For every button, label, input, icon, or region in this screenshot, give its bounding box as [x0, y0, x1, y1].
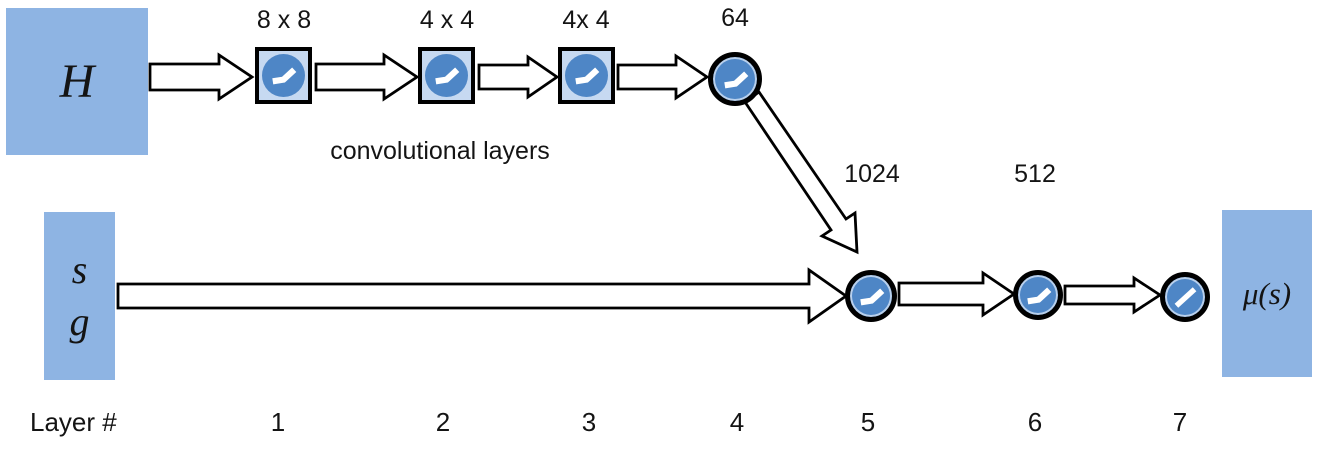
layer-number-5: 5: [860, 407, 876, 437]
conv-layers-annotation: convolutional layers: [330, 137, 550, 165]
relu-icon: [859, 287, 884, 305]
flow-arrow-layer5-to-layer6: [897, 270, 1017, 318]
relu-icon: [272, 67, 297, 85]
relu-icon: [575, 67, 600, 85]
relu-ball: [565, 54, 608, 97]
relu-icon: [1026, 286, 1051, 304]
conv-node-layer2: [418, 47, 475, 104]
relu-node-layer4: [708, 52, 762, 106]
units-label-layer4: 64: [721, 4, 749, 32]
input-s-label: s: [71, 247, 88, 292]
input-box-h: H: [6, 8, 148, 155]
input-h-label: H: [59, 55, 95, 108]
output-label: μ(s): [1242, 275, 1292, 311]
input-box-sg: s g: [44, 212, 115, 380]
conv-node-layer3: [558, 47, 615, 104]
layer-number-6: 6: [1027, 407, 1043, 437]
flow-arrow-h-to-layer1: [148, 52, 255, 102]
linear-icon: [1174, 286, 1196, 308]
conv-node-layer1: [255, 47, 312, 104]
flow-arrow-layer2-to-layer3: [477, 54, 560, 100]
flow-arrow-layer6-to-layer7: [1063, 275, 1163, 315]
flow-arrow-layer1-to-layer2: [314, 52, 420, 102]
linear-node-layer7: [1160, 272, 1210, 322]
input-g-label: g: [69, 299, 90, 344]
layer-number-7: 7: [1172, 407, 1188, 437]
layer-number-4: 4: [729, 407, 745, 437]
relu-ball: [425, 54, 468, 97]
units-label-layer6: 512: [1014, 160, 1056, 188]
layer-number-1: 1: [270, 407, 286, 437]
flow-arrow-sg-to-layer5: [116, 267, 849, 325]
filter-size-label-layer2: 4 x 4: [419, 6, 475, 34]
relu-node-layer5: [845, 270, 897, 322]
relu-icon: [723, 70, 748, 88]
relu-icon: [435, 67, 460, 85]
output-box-mu: μ(s): [1222, 210, 1312, 377]
relu-node-layer6: [1013, 270, 1063, 320]
flow-arrow-layer3-to-layer4: [616, 53, 710, 101]
layer-number-3: 3: [581, 407, 597, 437]
filter-size-label-layer1: 8 x 8: [256, 6, 312, 34]
units-label-layer5: 1024: [844, 160, 900, 188]
layer-number-2: 2: [435, 407, 451, 437]
relu-ball: [262, 54, 305, 97]
filter-size-label-layer3: 4x 4: [562, 6, 610, 34]
flow-arrow-layer4-to-layer5-diagonal: [743, 90, 859, 255]
layer-axis-title: Layer #: [30, 407, 117, 437]
